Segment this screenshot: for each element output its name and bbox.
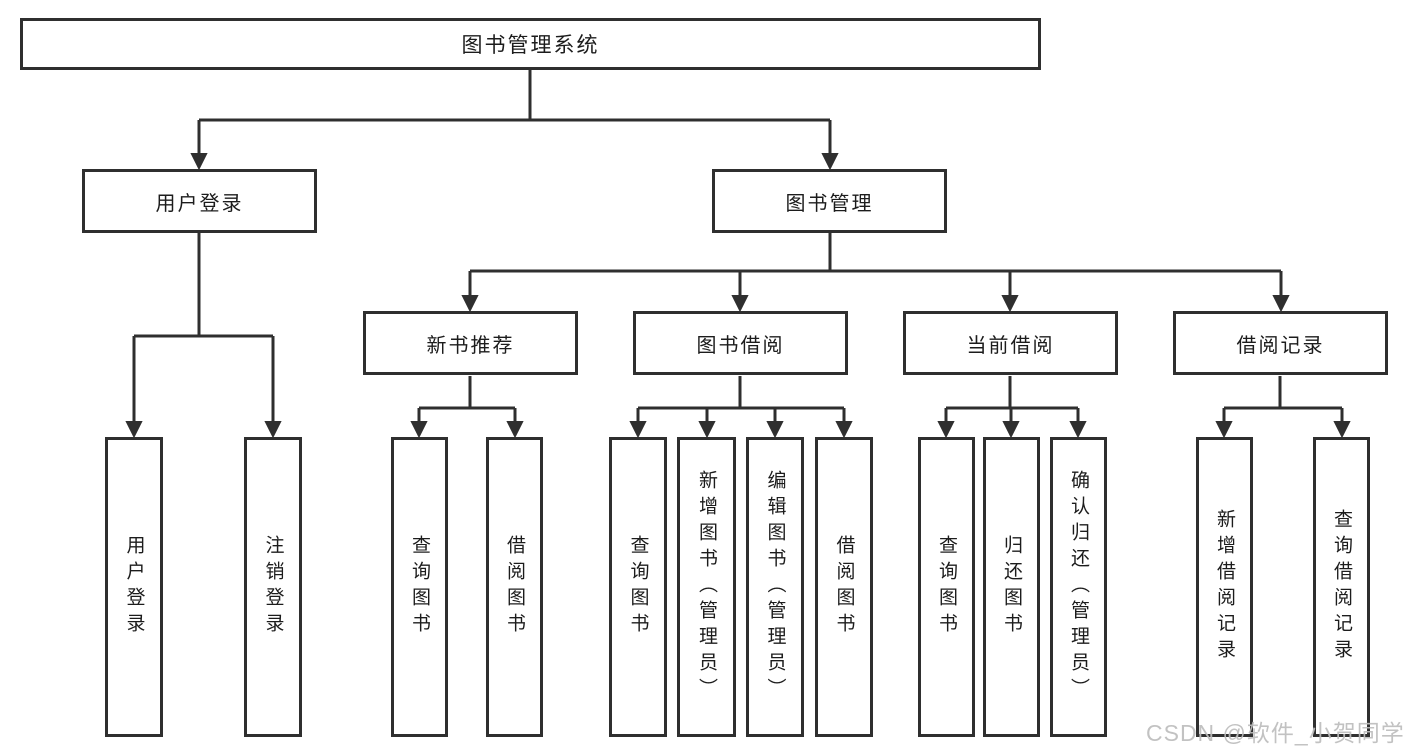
leaf-borrow-books: 借阅图书 <box>815 437 873 737</box>
leaf-add-books-admin: 新增图书（管理员） <box>677 437 736 737</box>
leaf-query-borrowing-record: 查询借阅记录 <box>1313 437 1370 737</box>
leaf-edit-books-admin: 编辑图书（管理员） <box>746 437 804 737</box>
leaf-logout: 注销登录 <box>244 437 302 737</box>
node-new-book-recommendation: 新书推荐 <box>363 311 578 375</box>
leaf-user-login: 用户登录 <box>105 437 163 737</box>
leaf-query-books-current: 查询图书 <box>918 437 975 737</box>
leaf-query-books-borrowing: 查询图书 <box>609 437 667 737</box>
csdn-watermark: CSDN @软件_小贺同学 <box>1146 720 1405 746</box>
node-borrowing-records: 借阅记录 <box>1173 311 1388 375</box>
leaf-borrow-books-recommend: 借阅图书 <box>486 437 543 737</box>
leaf-confirm-return-admin: 确认归还（管理员） <box>1050 437 1107 737</box>
node-current-borrowing: 当前借阅 <box>903 311 1118 375</box>
node-book-management: 图书管理 <box>712 169 947 233</box>
leaf-query-books-recommend: 查询图书 <box>391 437 448 737</box>
node-user-login: 用户登录 <box>82 169 317 233</box>
leaf-add-borrowing-record: 新增借阅记录 <box>1196 437 1253 737</box>
node-book-borrowing: 图书借阅 <box>633 311 848 375</box>
leaf-return-books: 归还图书 <box>983 437 1040 737</box>
node-library-management-system: 图书管理系统 <box>20 18 1041 70</box>
arrowheads <box>125 153 1351 439</box>
